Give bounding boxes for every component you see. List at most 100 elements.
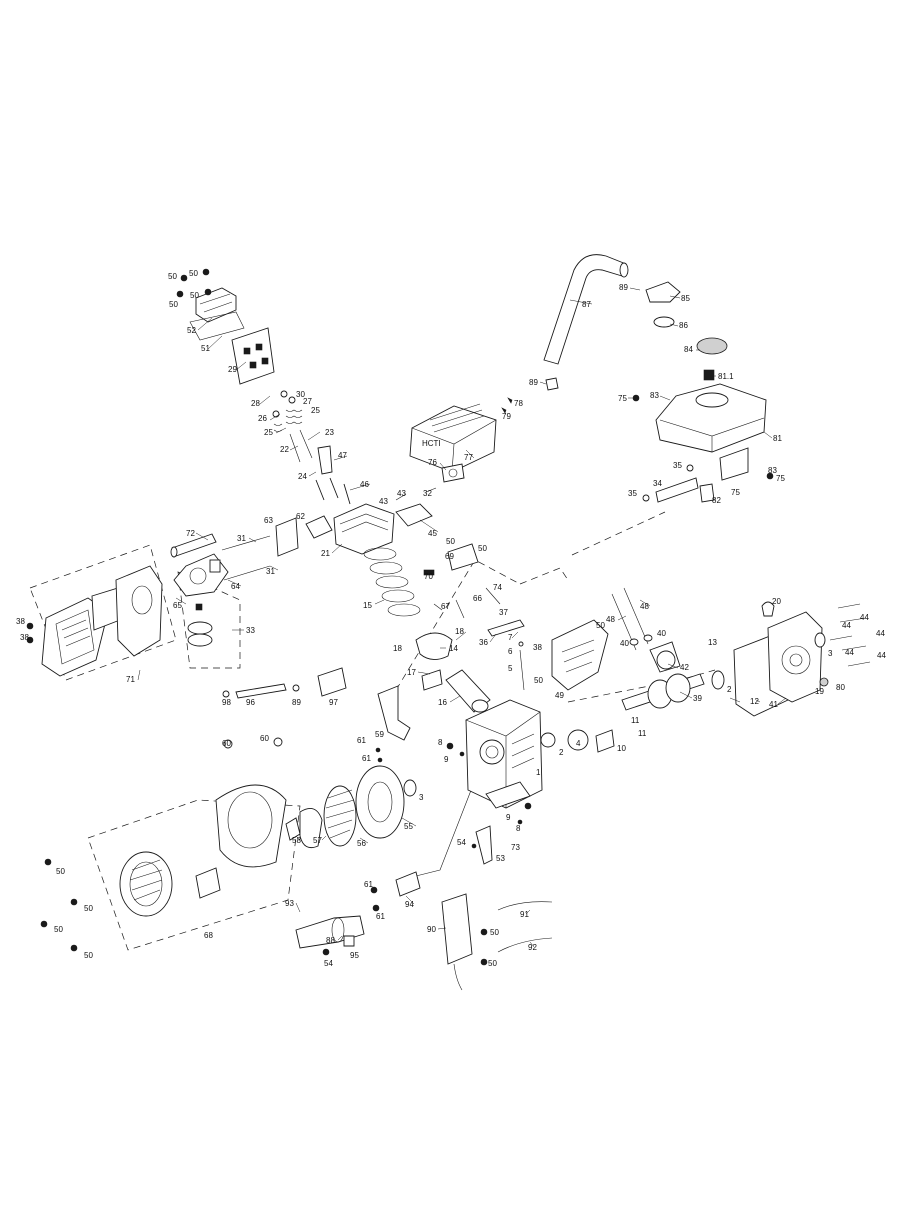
callout-60: 60	[260, 734, 269, 743]
regulator	[317, 667, 347, 697]
callout-30: 30	[296, 390, 305, 399]
callout-11: 11	[631, 716, 640, 725]
callout-50: 50	[54, 925, 63, 934]
piston	[415, 632, 453, 660]
callout-50: 50	[446, 537, 455, 546]
callout-40: 40	[620, 639, 629, 648]
callout-17: 17	[407, 668, 416, 677]
oil-alert-switch	[595, 729, 615, 753]
carburetor-group-outline	[177, 571, 241, 669]
callout-32: 32	[423, 489, 432, 498]
callout-21: 21	[321, 549, 330, 558]
callout-78: 78	[514, 399, 523, 408]
callout-23: 23	[325, 428, 334, 437]
callout-74: 74	[493, 583, 502, 592]
bolt-icon	[44, 858, 52, 866]
bolt-icon	[372, 904, 380, 912]
push-rods	[315, 477, 351, 505]
fuel-tank	[655, 383, 767, 453]
callout-93: 93	[285, 899, 294, 908]
callout-80: 80	[836, 683, 845, 692]
bearing	[711, 670, 725, 690]
air-filter-element	[91, 587, 121, 631]
callout-44: 44	[845, 648, 854, 657]
callout-50: 50	[168, 272, 177, 281]
oil-fill-cap	[761, 601, 775, 617]
callout-48: 48	[606, 615, 615, 624]
cap-seal	[703, 369, 715, 381]
callout-41: 41	[769, 700, 778, 709]
engine-assembly-outline-right	[519, 567, 569, 585]
callout-33: 33	[246, 626, 255, 635]
bolt-icon	[202, 268, 210, 276]
callout-71: 71	[126, 675, 135, 684]
piston-assembly	[363, 547, 491, 713]
callout-69: 69	[445, 552, 454, 561]
callout-44: 44	[877, 651, 886, 660]
callout-61: 61	[357, 736, 366, 745]
bolt-icon	[26, 636, 34, 644]
leader-lines	[137, 287, 787, 948]
callout-9: 9	[506, 813, 511, 822]
callout-50: 50	[596, 621, 605, 630]
callout-53: 53	[496, 854, 505, 863]
callout-95: 95	[350, 951, 359, 960]
side-bracket	[551, 619, 609, 691]
callout-12: 12	[750, 697, 759, 706]
valve-stem	[299, 429, 313, 459]
callout-89: 89	[292, 698, 301, 707]
callout-38: 38	[16, 617, 25, 626]
solenoid	[395, 871, 421, 897]
air-filter-base	[115, 565, 163, 657]
callout-36: 36	[479, 638, 488, 647]
callout-6: 6	[508, 647, 513, 656]
callout-50: 50	[490, 928, 499, 937]
flywheel	[355, 765, 405, 839]
callout-18: 18	[455, 627, 464, 636]
clamp	[545, 377, 559, 391]
callout-45: 45	[428, 529, 437, 538]
callout-61: 61	[362, 754, 371, 763]
callout-42: 42	[680, 663, 689, 672]
valve-cover	[195, 287, 237, 323]
callout-11: 11	[638, 729, 647, 738]
callout-26: 26	[258, 414, 267, 423]
callout-48: 48	[640, 602, 649, 611]
callout-79: 79	[502, 412, 511, 421]
oil-seal	[814, 632, 826, 648]
bolt-icon	[766, 472, 774, 480]
bolt-icon	[26, 622, 34, 630]
callout-15: 15	[363, 601, 372, 610]
callout-98: 98	[222, 698, 231, 707]
callout-39: 39	[693, 694, 702, 703]
callout-50: 50	[534, 676, 543, 685]
callout-97: 97	[329, 698, 338, 707]
cooling-fan	[323, 785, 357, 847]
callout-8: 8	[516, 824, 521, 833]
callout-55: 55	[404, 822, 413, 831]
callout-34: 34	[653, 479, 662, 488]
drain-plug	[819, 677, 829, 687]
callout-37: 37	[499, 608, 508, 617]
upper-axis-line	[571, 511, 666, 556]
callout-63: 63	[264, 516, 273, 525]
bolt-icon	[322, 948, 330, 956]
callout-13: 13	[708, 638, 717, 647]
callout-76: 76	[428, 458, 437, 467]
callout-73: 73	[511, 843, 520, 852]
callout-96: 96	[246, 698, 255, 707]
muffler	[409, 405, 497, 473]
carb-stud	[223, 565, 271, 581]
callout-59: 59	[375, 730, 384, 739]
float-bowl	[187, 621, 213, 635]
callout-1: 1	[536, 768, 541, 777]
callout-10: 10	[617, 744, 626, 753]
callout-89: 89	[619, 283, 628, 292]
callout-19: 19	[815, 687, 824, 696]
governor-arm	[487, 619, 525, 637]
callout-75: 75	[618, 394, 627, 403]
callout-38: 38	[20, 633, 29, 642]
bolt-icon	[446, 742, 454, 750]
callout-38: 38	[533, 643, 542, 652]
